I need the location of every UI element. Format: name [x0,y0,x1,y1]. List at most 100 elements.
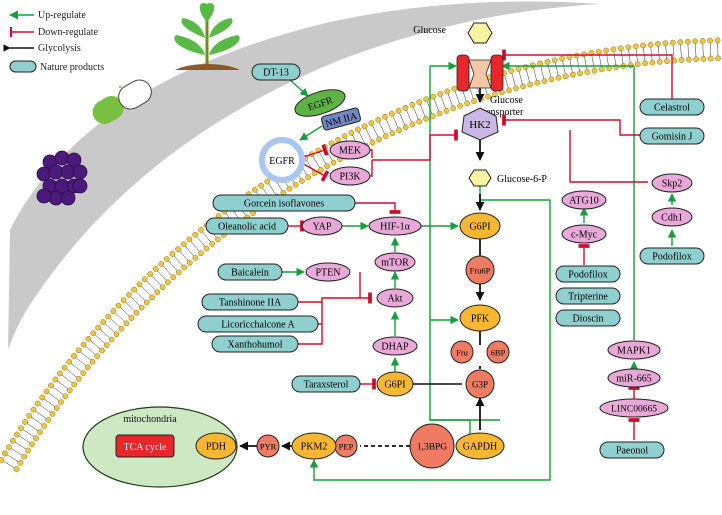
gapdh-node-label: GAPDH [463,442,497,453]
g6pi-low-node[interactable]: G6PI [377,372,413,396]
akt-node[interactable]: Akt [377,289,413,307]
bp-node[interactable]: 6BP [487,341,509,363]
pyr-node-label: PYR [260,442,277,452]
legend-glycolysis-label: Glycolysis [38,43,81,54]
hif-node[interactable]: HIF-1α [369,217,421,235]
linc-node[interactable]: LINC00665 [600,399,668,417]
akt-node-label: Akt [388,294,403,305]
paeonol-pill-label: Paeonol [616,446,648,457]
gorcein-pill-label: Gorcein isoflavones [244,199,324,210]
tanshinone-pill[interactable]: Tanshinone IIA [202,294,298,310]
taraxsterol-pill-label: Taraxsterol [304,380,349,391]
mir665-node[interactable]: miR-665 [608,369,660,387]
cmyc-node-label: c-Myc [571,230,598,241]
xanthohumol-pill[interactable]: Xanthohumol [212,336,298,352]
pten-node[interactable]: PTEN [306,263,350,281]
fru6p-node[interactable]: Fru6P [466,256,494,284]
taraxsterol-pill[interactable]: Taraxsterol [292,376,360,392]
pdh-node[interactable]: PDH [196,433,236,459]
fru-node-label: Fru [456,348,469,358]
fru6p-node-label: Fru6P [470,266,491,276]
hif-node-label: HIF-1α [380,222,410,233]
cdh1-node[interactable]: Cdh1 [652,208,692,226]
podofilox-mid-pill-label: Podofilox [568,270,607,281]
skp2-node-label: Skp2 [662,179,683,190]
pdh-node-label: PDH [206,442,226,453]
pten-node-label: PTEN [316,268,341,279]
mek-node-label: MEK [339,146,362,157]
pi3k-node-label: PI3K [339,172,361,183]
tanshinone-pill-label: Tanshinone IIA [219,298,282,309]
pkm2-node-label: PKM2 [301,442,328,453]
mir665-node-label: miR-665 [616,374,652,385]
gomisin-pill-label: Gomisin J [652,132,693,143]
paeonol-pill[interactable]: Paeonol [600,442,664,458]
hk2-label: HK2 [469,119,490,131]
pfk-node-label: PFK [471,314,490,325]
transporter-label-1: Glucose [490,95,523,106]
pfk-node[interactable]: PFK [460,305,500,331]
mek-node[interactable]: MEK [330,141,370,159]
linc-node-label: LINC00665 [611,405,657,415]
baicalein-pill[interactable]: Baicalein [218,264,282,280]
legend-nature-label: Nature products [40,62,104,73]
mapk1-node-label: MAPK1 [617,346,651,357]
atg10-node-label: ATG10 [569,196,598,207]
g6pi-top-node[interactable]: G6PI [460,213,500,239]
oleanolic-pill[interactable]: Oleanolic acid [206,218,288,234]
g6pi-top-node-label: G6PI [469,222,490,233]
mtor-node-label: mTOR [381,258,409,269]
tripterine-pill-label: Tripterine [568,292,608,303]
mitochondria-label: mitochondria [123,414,177,425]
yap-node-label: YAP [313,222,332,233]
tripterine-pill[interactable]: Tripterine [556,288,620,304]
glucose-transporter[interactable] [457,55,503,91]
oleanolic-pill-label: Oleanolic acid [218,222,276,233]
cmyc-node[interactable]: c-Myc [562,225,606,243]
podofilox-right-pill-label: Podofilox [652,252,691,263]
dioscin-pill[interactable]: Dioscin [556,310,620,326]
glucose-label: Glucose [413,25,446,36]
legend-down-label: Down-regulate [38,27,99,38]
bpg-node-label: 1,3BPG [417,443,447,453]
pep-node-label: PEP [339,442,354,452]
gomisin-pill[interactable]: Gomisin J [640,128,704,144]
egfr-cyto-label: EGFR [269,156,295,167]
pyr-node[interactable]: PYR [257,435,279,457]
g6pi-low-node-label: G6PI [384,380,405,391]
pi3k-node[interactable]: PI3K [330,167,370,185]
gapdh-node[interactable]: GAPDH [456,433,504,459]
licoricchalcone-pill[interactable]: Licoricchalcone A [198,316,318,332]
glucose6p-label: Glucose-6-P [497,174,547,185]
cdh1-node-label: Cdh1 [661,213,683,224]
skp2-node[interactable]: Skp2 [652,174,692,192]
pkm2-node[interactable]: PKM2 [292,433,336,459]
xanthohumol-pill-label: Xanthohumol [228,340,283,351]
celastrol-pill[interactable]: Celastrol [640,99,704,115]
yap-node[interactable]: YAP [302,217,342,235]
fru-node[interactable]: Fru [451,341,473,363]
gorcein-pill[interactable]: Gorcein isoflavones [213,195,355,211]
dhap-node-label: DHAP [381,342,409,353]
dt13-pill-label: DT-13 [263,68,289,79]
g3p-node[interactable]: G3P [466,370,494,398]
baicalein-pill-label: Baicalein [231,268,269,279]
celastrol-pill-label: Celastrol [654,103,690,114]
tca-cycle-label: TCA cycle [123,442,167,453]
bpg-node[interactable]: 1,3BPG [410,424,454,468]
pep-node[interactable]: PEP [335,435,357,457]
podofilox-right-pill[interactable]: Podofilox [640,248,704,264]
dt13-pill[interactable]: DT-13 [252,64,300,80]
licoricchalcone-pill-label: Licoricchalcone A [221,320,295,331]
atg10-node[interactable]: ATG10 [562,191,606,209]
podofilox-mid-pill[interactable]: Podofilox [556,266,620,282]
mapk1-node[interactable]: MAPK1 [608,341,660,359]
dioscin-pill-label: Dioscin [572,314,603,325]
mtor-node[interactable]: mTOR [375,253,415,271]
bp-node-label: 6BP [491,348,506,358]
dhap-node[interactable]: DHAP [373,337,417,355]
glucose6p-hexagon [469,170,491,186]
g3p-node-label: G3P [472,380,488,390]
